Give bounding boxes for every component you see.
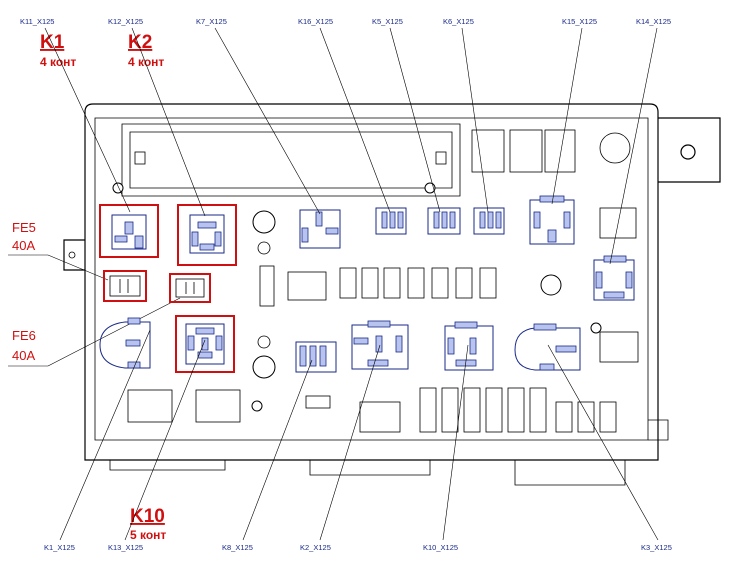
callout-k1-contacts: 4 конт xyxy=(40,55,76,69)
label-k13-x125: K13_X125 xyxy=(108,543,143,552)
relay-k2-lower xyxy=(351,320,409,370)
label-k8-x125: K8_X125 xyxy=(222,543,253,552)
label-k7-x125: K7_X125 xyxy=(196,17,227,26)
callout-k2-contacts: 4 конт xyxy=(128,55,164,69)
callout-fe6-rating: 40A xyxy=(12,348,35,363)
callout-k10-contacts: 5 конт xyxy=(130,528,166,542)
relay-k7 xyxy=(299,209,341,249)
label-k11-x125: K11_X125 xyxy=(20,17,54,26)
label-k6-x125: K6_X125 xyxy=(443,17,474,26)
mounting-holes xyxy=(112,182,602,412)
relay-k16 xyxy=(375,207,407,235)
connector-blocks xyxy=(127,207,639,433)
label-k15-x125: K15_X125 xyxy=(562,17,597,26)
label-k3-x125: K3_X125 xyxy=(641,543,672,552)
callout-k10-title: K10 xyxy=(130,506,165,527)
housing-outline xyxy=(63,103,721,486)
callout-fe5-name: FE5 xyxy=(12,220,36,235)
relay-k1-lower xyxy=(99,317,151,369)
callout-fe6-name: FE6 xyxy=(12,328,36,343)
relay-k14 xyxy=(593,255,635,301)
relay-k1 xyxy=(99,204,159,258)
relay-k15 xyxy=(529,195,575,245)
label-k12-x125: K12_X125 xyxy=(108,17,143,26)
relay-k5 xyxy=(427,207,461,235)
label-k5-x125: K5_X125 xyxy=(372,17,403,26)
fuse-fe5 xyxy=(103,270,147,302)
relay-k10-lower xyxy=(444,321,494,371)
label-k16-x125: K16_X125 xyxy=(298,17,333,26)
relay-k3 xyxy=(514,323,581,371)
callout-k2-title: K2 xyxy=(128,32,152,53)
label-k14-x125: K14_X125 xyxy=(636,17,671,26)
relay-k8 xyxy=(295,341,337,373)
callout-fe5-rating: 40A xyxy=(12,238,35,253)
label-k1-x125: K1_X125 xyxy=(44,543,75,552)
callout-k1-title: K1 xyxy=(40,32,65,53)
relay-k10 xyxy=(175,315,235,373)
label-k2-x125: K2_X125 xyxy=(300,543,331,552)
fuse-fe6 xyxy=(169,273,211,303)
relay-k2 xyxy=(177,204,237,266)
relay-k6 xyxy=(473,207,505,235)
leader-lines xyxy=(44,27,659,541)
label-k10-x125: K10_X125 xyxy=(423,543,458,552)
